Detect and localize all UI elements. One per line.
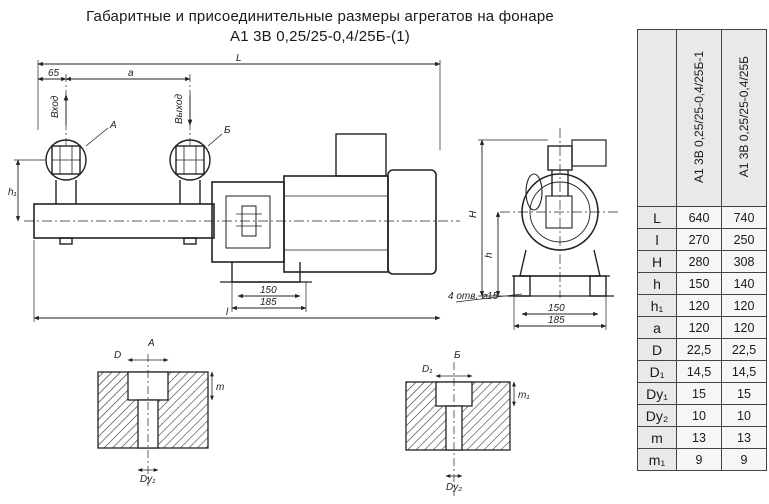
- param-cell: H: [637, 250, 677, 273]
- value-cell: 120: [721, 316, 767, 339]
- value-cell: 9: [676, 448, 722, 471]
- technical-drawing: 65 a L l h₁ 150 185 Вход Выход А Б H: [8, 53, 618, 496]
- dim-h-label: h: [484, 252, 495, 258]
- section-b: [405, 362, 516, 496]
- param-cell: h: [637, 272, 677, 295]
- front-view: [14, 60, 460, 322]
- value-cell: 140: [721, 272, 767, 295]
- section-a-m-label: m: [216, 382, 224, 393]
- dim-L-label: L: [236, 53, 242, 64]
- section-b-Dy2-label: Dу₂: [446, 482, 462, 493]
- section-b-m1-label: m₁: [518, 390, 529, 401]
- value-cell: 280: [676, 250, 722, 273]
- value-cell: 120: [676, 294, 722, 317]
- param-cell: m₁: [637, 448, 677, 471]
- dim-a-label: a: [128, 68, 134, 79]
- callout-b-label: Б: [224, 125, 231, 136]
- section-a-Dy1-label: Dу₁: [140, 474, 155, 485]
- section-a-title: А: [147, 338, 155, 349]
- column-header-model-1: А1 3В 0,25/25-0,4/25Б-1: [676, 29, 722, 207]
- value-cell: 13: [721, 426, 767, 449]
- holes-note-label: 4 отв. ⌀15: [448, 291, 499, 302]
- param-cell: D₁: [637, 360, 677, 383]
- callout-a-label: А: [109, 120, 117, 131]
- dim-185-left-label: 185: [260, 297, 277, 308]
- param-cell: m: [637, 426, 677, 449]
- value-cell: 14,5: [676, 360, 722, 383]
- table-header-row: А1 3В 0,25/25-0,4/25Б-1 А1 3В 0,25/25-0,…: [637, 29, 767, 207]
- value-cell: 740: [721, 206, 767, 229]
- value-cell: 270: [676, 228, 722, 251]
- value-cell: 15: [721, 382, 767, 405]
- dim-65-label: 65: [48, 68, 60, 79]
- value-cell: 250: [721, 228, 767, 251]
- value-cell: 13: [676, 426, 722, 449]
- section-b-D1-label: D₁: [422, 364, 432, 375]
- value-cell: 150: [676, 272, 722, 295]
- param-cell: h₁: [637, 294, 677, 317]
- section-a-D-label: D: [114, 350, 121, 361]
- value-cell: 120: [676, 316, 722, 339]
- param-cell: L: [637, 206, 677, 229]
- value-cell: 308: [721, 250, 767, 273]
- value-cell: 15: [676, 382, 722, 405]
- section-b-title: Б: [454, 350, 461, 361]
- outlet-label: Выход: [174, 94, 185, 124]
- drawing-subtitle: А1 3В 0,25/25-0,4/25Б-(1): [230, 28, 410, 45]
- inlet-label: Вход: [50, 95, 61, 118]
- value-cell: 22,5: [721, 338, 767, 361]
- value-cell: 14,5: [721, 360, 767, 383]
- param-cell: Dу₁: [637, 382, 677, 405]
- dimensions-table: А1 3В 0,25/25-0,4/25Б-1 А1 3В 0,25/25-0,…: [637, 29, 767, 471]
- value-cell: 22,5: [676, 338, 722, 361]
- value-cell: 10: [676, 404, 722, 427]
- table-corner-cell: [637, 29, 677, 207]
- dim-l-label: l: [226, 307, 229, 318]
- drawing-title: Габаритные и присоединительные размеры а…: [86, 8, 554, 25]
- section-a: [97, 354, 214, 486]
- column-header-model-2: А1 3В 0,25/25-0,4/25Б: [721, 29, 767, 207]
- side-view: [455, 128, 618, 330]
- dim-150-left-label: 150: [260, 285, 277, 296]
- value-cell: 120: [721, 294, 767, 317]
- dim-150-right-label: 150: [548, 303, 565, 314]
- dim-h1-label: h₁: [8, 187, 17, 198]
- value-cell: 640: [676, 206, 722, 229]
- dim-185-right-label: 185: [548, 315, 565, 326]
- param-cell: D: [637, 338, 677, 361]
- value-cell: 9: [721, 448, 767, 471]
- param-cell: l: [637, 228, 677, 251]
- param-cell: Dу₂: [637, 404, 677, 427]
- value-cell: 10: [721, 404, 767, 427]
- dim-H-label: H: [468, 210, 479, 218]
- param-cell: a: [637, 316, 677, 339]
